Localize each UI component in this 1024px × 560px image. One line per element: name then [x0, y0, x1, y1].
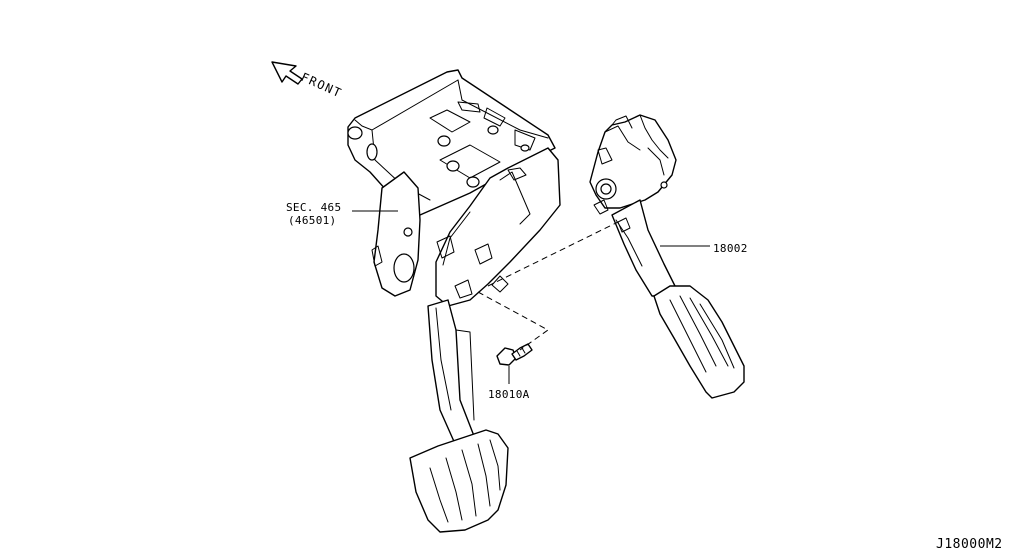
pedal-alignment-line — [487, 221, 619, 287]
front-label: FRONT — [299, 70, 345, 101]
callout-18002: 18002 — [713, 242, 748, 255]
accelerator-pedal-assembly — [589, 114, 745, 399]
front-arrow-icon — [271, 61, 303, 85]
brake-pedal-assembly — [347, 69, 561, 533]
callout-sec-465-ref: (46501) — [288, 214, 336, 227]
callout-sec-465: SEC. 465 — [286, 201, 341, 214]
diagram-id: J18000M2 — [936, 537, 1003, 552]
bolt-18010a-icon — [496, 343, 533, 366]
callout-18010a: 18010A — [488, 388, 530, 401]
bolt-alignment-line — [477, 291, 549, 351]
